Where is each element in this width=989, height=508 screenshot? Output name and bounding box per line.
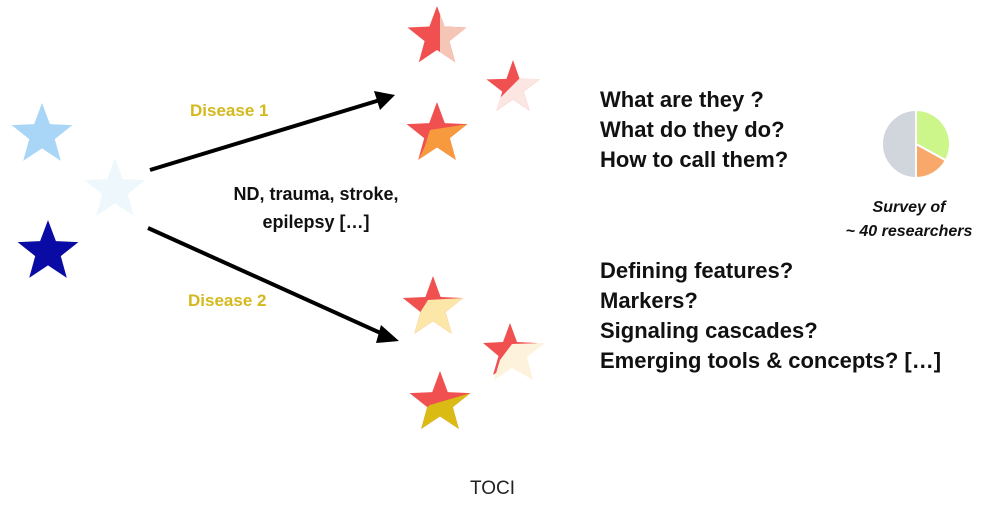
question-item: Signaling cascades?	[600, 318, 818, 343]
reactive-star-3	[406, 102, 468, 160]
disease-1-label: Disease 1	[190, 101, 269, 120]
question-item: Emerging tools & concepts? […]	[600, 348, 942, 373]
survey-line-2: ~ 40 researchers	[845, 223, 973, 240]
light-blue-star-icon	[11, 103, 73, 161]
pie-slice-2	[881, 108, 917, 180]
causes-label: ND, trauma, stroke, epilepsy […]	[196, 180, 436, 236]
survey-label: Survey of ~ 40 researchers	[834, 196, 984, 244]
questions-bottom-list: Defining features? Markers? Signaling ca…	[600, 256, 941, 376]
causes-line-1: ND, trauma, stroke,	[233, 184, 399, 204]
dark-blue-star-icon	[17, 220, 79, 278]
survey-line-1: Survey of	[872, 199, 946, 216]
question-item: Markers?	[600, 288, 698, 313]
arrow-disease-1	[149, 91, 395, 172]
questions-top-list: What are they ? What do they do? How to …	[600, 85, 788, 175]
reactive-star-2	[486, 60, 540, 111]
reactive-star-6	[409, 371, 471, 429]
reactive-star-4	[402, 276, 464, 334]
causes-line-2: epilepsy […]	[262, 212, 370, 232]
survey-pie-chart	[881, 108, 951, 180]
question-item: What are they ?	[600, 87, 764, 112]
question-item: Defining features?	[600, 258, 794, 283]
reactive-star-1	[407, 6, 467, 63]
question-item: How to call them?	[600, 147, 789, 172]
pale-blue-star-icon	[84, 158, 146, 216]
arrow-disease-2	[147, 226, 399, 343]
disease-2-label: Disease 2	[188, 291, 267, 310]
question-item: What do they do?	[600, 117, 785, 142]
reactive-star-5	[483, 323, 545, 380]
caption-label: TOCI	[470, 478, 516, 499]
